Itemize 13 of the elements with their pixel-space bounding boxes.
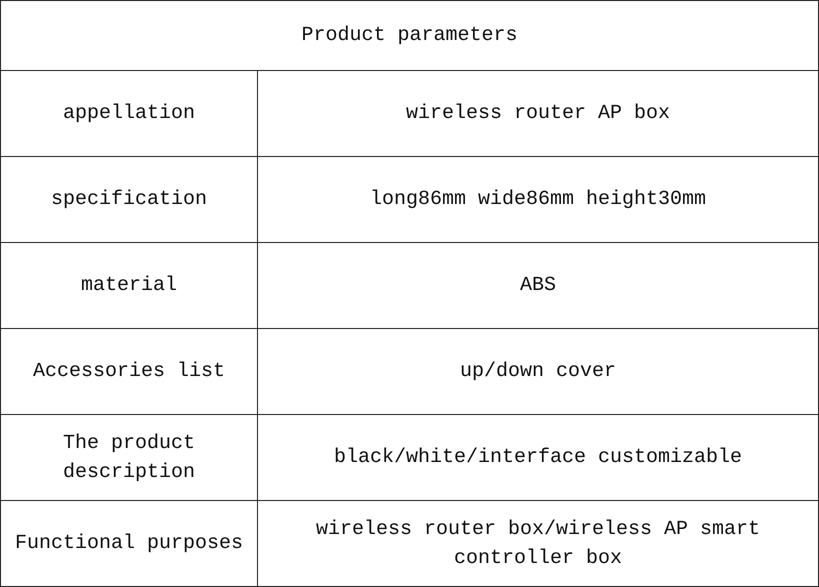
row-value: up/down cover (258, 329, 819, 415)
row-label: Functional purposes (1, 501, 258, 587)
row-label: Accessories list (1, 329, 258, 415)
row-value: long86mm wide86mm height30mm (258, 157, 819, 243)
row-value: wireless router AP box (258, 71, 819, 157)
row-value: ABS (258, 243, 819, 329)
row-value: wireless router box/wireless AP smart controller box (258, 501, 819, 587)
row-label: appellation (1, 71, 258, 157)
row-label: specification (1, 157, 258, 243)
row-value: black/white/interface customizable (258, 415, 819, 501)
row-label: material (1, 243, 258, 329)
row-label: The product description (1, 415, 258, 501)
table-header: Product parameters (1, 1, 819, 71)
